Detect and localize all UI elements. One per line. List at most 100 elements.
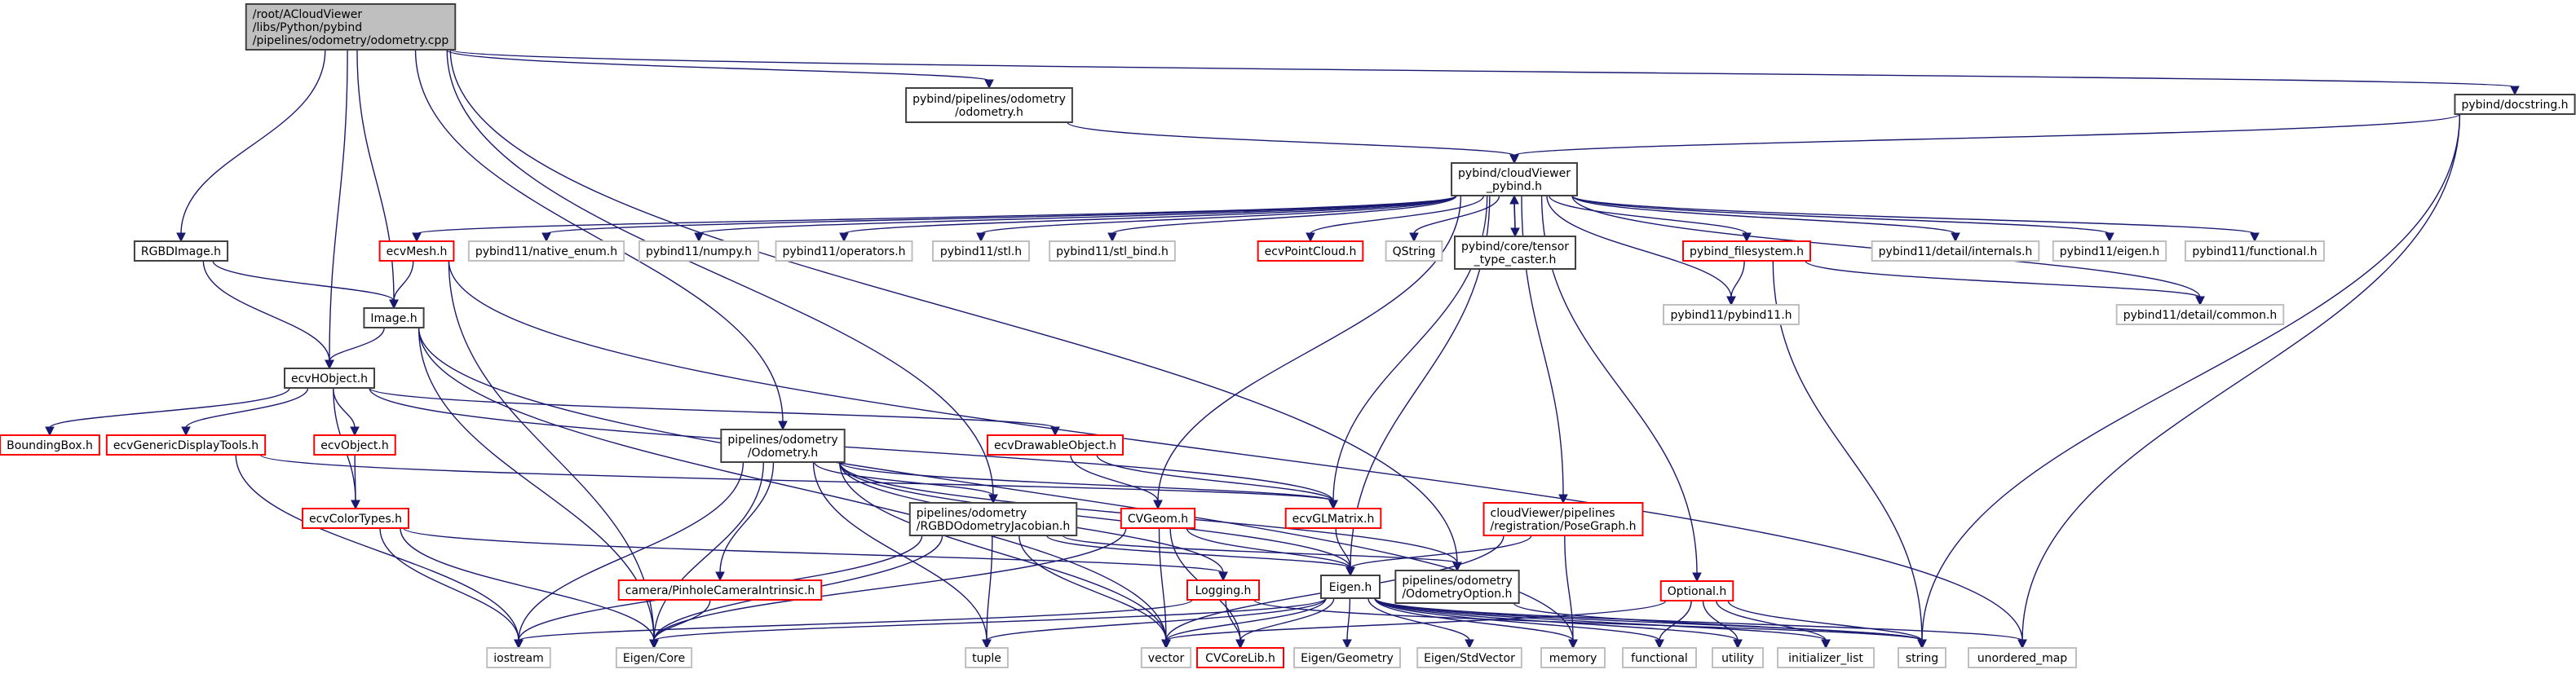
node-optional[interactable]: Optional.h xyxy=(1659,580,1734,601)
node-cvcorelib[interactable]: CVCoreLib.h xyxy=(1196,647,1284,668)
node-label: /root/ACloudViewer xyxy=(253,8,363,21)
node-tuple: tuple xyxy=(965,647,1009,668)
node-label: Eigen/Geometry xyxy=(1301,652,1394,665)
node-label: camera/PinholeCameraIntrinsic.h xyxy=(625,584,815,597)
edge-odometry-core-to-eigen-core xyxy=(653,461,764,641)
node-glmatrix[interactable]: ecvGLMatrix.h xyxy=(1284,508,1382,529)
node-label: Eigen.h xyxy=(1329,581,1372,594)
edge-gendisplay-to-iostream xyxy=(235,454,519,641)
node-image-h[interactable]: Image.h xyxy=(363,307,425,328)
edge-jacobian-to-odo-option xyxy=(1062,535,1458,564)
node-label: /Odometry.h xyxy=(748,447,818,460)
edge-posegraph-to-eigen-h xyxy=(1350,535,1532,569)
edge-docstring-to-cv-pybind xyxy=(1513,113,2461,156)
arrowhead-icon xyxy=(389,299,399,310)
edge-jacobian-to-vector xyxy=(1018,535,1167,641)
node-box xyxy=(1453,236,1577,270)
arrowhead-icon xyxy=(350,426,360,437)
edge-root-to-odometry-core xyxy=(414,49,784,423)
node-gendisplay[interactable]: ecvGenericDisplayTools.h xyxy=(105,434,267,456)
node-numpy: pybind11/numpy.h xyxy=(638,240,760,262)
node-label: pybind11/stl_bind.h xyxy=(1056,245,1169,258)
node-label: ecvDrawableObject.h xyxy=(994,439,1116,452)
node-box xyxy=(378,240,455,262)
arrowhead-icon xyxy=(649,639,659,650)
node-box xyxy=(1968,647,2077,668)
arrowhead-icon xyxy=(1218,571,1228,582)
node-label: vector xyxy=(1148,652,1185,665)
arrowhead-icon xyxy=(984,79,994,90)
node-label: pybind/cloudViewer xyxy=(1458,167,1571,180)
arrowhead-icon xyxy=(1050,426,1060,437)
node-box xyxy=(302,508,409,529)
edge-cv-pybind-to-operators xyxy=(843,195,1457,235)
node-docstring[interactable]: pybind/docstring.h xyxy=(2454,94,2576,115)
node-label: _type_caster.h xyxy=(1474,253,1557,267)
node-memory: memory xyxy=(1540,647,1606,668)
node-drawable[interactable]: ecvDrawableObject.h xyxy=(986,434,1125,456)
arrowhead-icon xyxy=(1733,639,1743,650)
node-label: pipelines/odometry xyxy=(1402,575,1512,588)
edge-eigen-h-to-initializer-list xyxy=(1374,597,1827,641)
edge-cvgeom-to-eigen-h xyxy=(1186,527,1351,569)
edge-drawable-to-glmatrix xyxy=(1096,454,1334,502)
node-cvgeom[interactable]: CVGeom.h xyxy=(1120,508,1196,529)
node-rgbdimage[interactable]: RGBDImage.h xyxy=(133,240,229,262)
edge-ecvobject-to-colortypes xyxy=(354,454,356,502)
edge-odometry-core-to-vector xyxy=(838,461,1167,641)
node-box xyxy=(283,368,376,389)
edge-eigen-h-to-eigen-core xyxy=(653,597,1327,641)
node-ecvhobject[interactable]: ecvHObject.h xyxy=(283,368,376,389)
edge-pinhole-to-eigen-core xyxy=(653,599,711,641)
node-logging[interactable]: Logging.h xyxy=(1186,579,1260,601)
node-label: BoundingBox.h xyxy=(7,439,93,452)
edge-cv-pybind-to-eigen-py xyxy=(1571,195,2110,235)
node-label: /odometry.h xyxy=(955,106,1023,119)
node-pinhole[interactable]: camera/PinholeCameraIntrinsic.h xyxy=(617,579,823,601)
arrowhead-icon xyxy=(412,232,422,243)
node-jacobian[interactable]: pipelines/odometry/RGBDOdometryJacobian.… xyxy=(908,502,1078,536)
arrowhead-icon xyxy=(1726,296,1736,306)
node-root[interactable]: /root/ACloudViewer/libs/Python/pybind/pi… xyxy=(245,3,457,51)
node-eigen-h[interactable]: Eigen.h xyxy=(1320,575,1381,599)
node-odo-option[interactable]: pipelines/odometry/OdometryOption.h xyxy=(1394,570,1520,604)
arrowhead-icon xyxy=(1917,639,1927,650)
node-boundingbox[interactable]: BoundingBox.h xyxy=(0,434,100,456)
edge-ecvmesh-to-eigen-core xyxy=(448,260,655,641)
node-odometry-h[interactable]: pybind/pipelines/odometry/odometry.h xyxy=(905,87,1073,123)
edge-cv-pybind-to-qstring xyxy=(1413,195,1500,235)
node-tensor-caster[interactable]: pybind/core/tensor_type_caster.h xyxy=(1453,236,1577,270)
arrowhead-icon xyxy=(541,232,551,243)
node-box xyxy=(245,3,457,51)
edge-odometry-core-to-jacobian xyxy=(814,461,994,496)
arrowhead-icon xyxy=(1742,232,1752,243)
edge-drawable-to-cvgeom xyxy=(1070,454,1159,502)
node-cv-pybind[interactable]: pybind/cloudViewer_pybind.h xyxy=(1451,162,1578,196)
node-box xyxy=(0,434,100,456)
node-functional: functional xyxy=(1622,647,1697,668)
node-ecvpointcloud[interactable]: ecvPointCloud.h xyxy=(1257,240,1364,262)
node-label: ecvColorTypes.h xyxy=(309,513,402,526)
node-ecvmesh[interactable]: ecvMesh.h xyxy=(378,240,455,262)
node-posegraph[interactable]: cloudViewer/pipelines/registration/PoseG… xyxy=(1482,502,1644,536)
node-box xyxy=(133,240,229,262)
edge-jacobian-to-eigen-h xyxy=(1046,535,1351,569)
node-colortypes[interactable]: ecvColorTypes.h xyxy=(302,508,409,529)
arrowhead-icon xyxy=(1328,500,1338,510)
edge-pybind-fs-to-common-h xyxy=(1805,260,2201,298)
node-box xyxy=(486,647,551,668)
node-pybind-fs[interactable]: pybind_filesystem.h xyxy=(1682,240,1811,262)
edge-root-to-ecvhobject xyxy=(329,49,348,362)
node-label: /pipelines/odometry/odometry.cpp xyxy=(253,34,449,47)
node-ecvobject[interactable]: ecvObject.h xyxy=(313,434,396,456)
node-initializer-list: initializer_list xyxy=(1777,647,1875,668)
node-label: utility xyxy=(1721,652,1754,665)
node-box xyxy=(1682,240,1811,262)
edge-odometry-core-to-tuple xyxy=(812,461,988,641)
node-label: Logging.h xyxy=(1195,584,1252,597)
node-odometry-core[interactable]: pipelines/odometry/Odometry.h xyxy=(720,429,846,463)
edge-eigen-h-to-eigen-stdvector xyxy=(1368,597,1470,641)
node-box xyxy=(1712,647,1764,668)
node-vector: vector xyxy=(1140,647,1192,668)
edge-odometry-core-to-pinhole xyxy=(719,461,775,574)
